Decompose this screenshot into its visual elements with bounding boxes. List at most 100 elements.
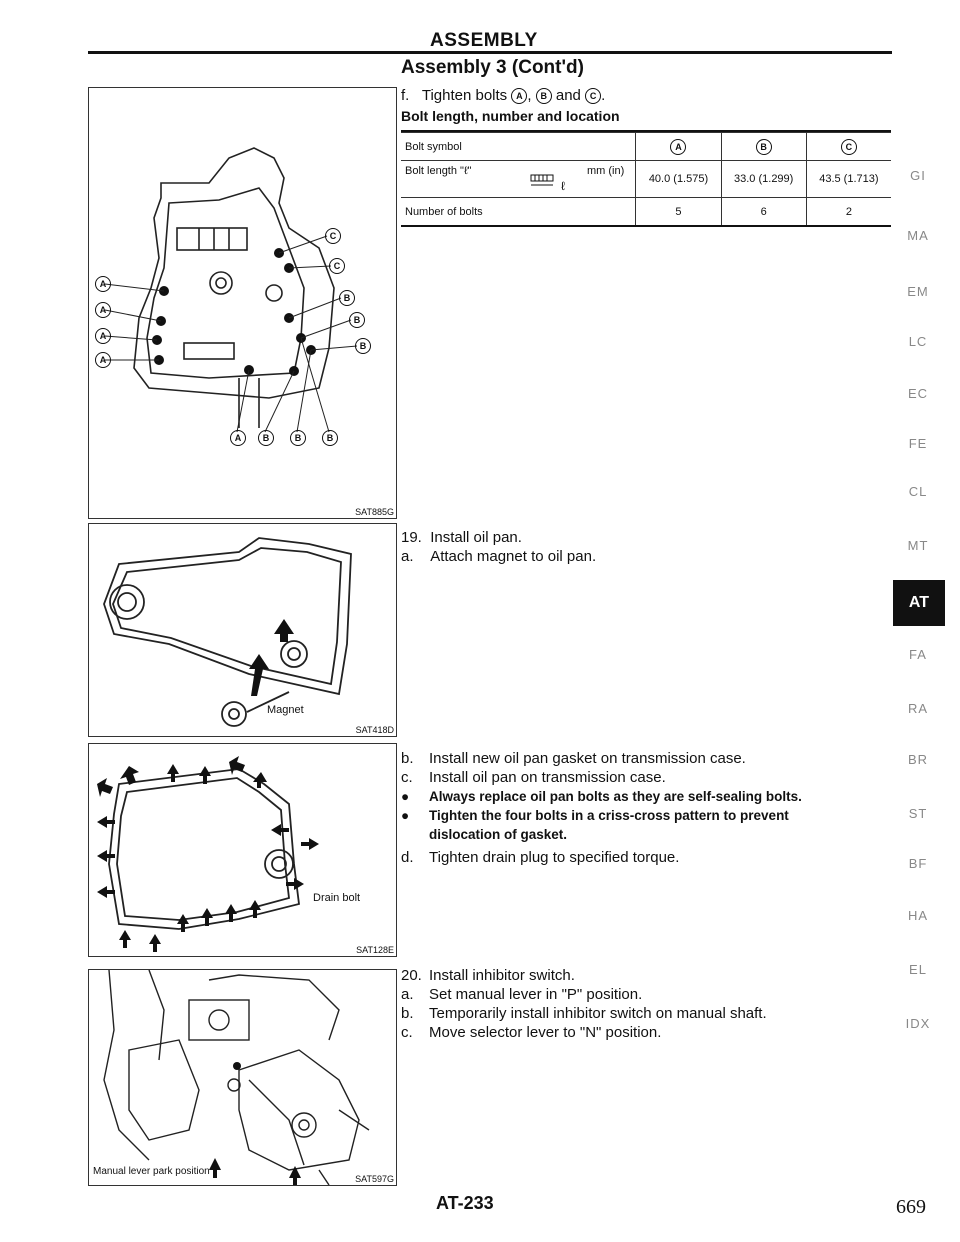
page-code: AT-233: [436, 1193, 494, 1213]
table-row: Bolt symbol A B C: [401, 132, 891, 161]
bullet-2-line1: Tighten the four bolts in a criss-cross …: [429, 808, 789, 823]
table-cell: Number of bolts: [405, 205, 483, 218]
figure-code: SAT128E: [356, 945, 394, 955]
bolt-length-letter: ℓ: [561, 179, 565, 193]
page-header-title: ASSEMBLY: [430, 30, 538, 51]
step-20: 20. Install inhibitor switch. a. Set manua…: [401, 966, 891, 1042]
step-20-num: 20.: [401, 967, 422, 984]
sidebar-item-mt[interactable]: MT: [907, 538, 929, 553]
sidebar-item-idx[interactable]: IDX: [905, 1016, 931, 1031]
bolt-a-symbol: A: [511, 88, 528, 105]
step-19a-text: Attach magnet to oil pan.: [430, 548, 597, 565]
step-d-mark: d.: [401, 849, 414, 866]
step-20c-mark: c.: [401, 1024, 413, 1041]
table-cell: 43.5 (1.713): [819, 173, 879, 185]
label-bolt-b: B: [290, 430, 306, 446]
label-bolt-b: B: [322, 430, 338, 446]
step-19-num: 19.: [401, 529, 422, 546]
bolt-c-symbol: C: [585, 88, 602, 105]
figure-code: SAT597G: [355, 1174, 394, 1184]
sidebar-item-em[interactable]: EM: [907, 284, 929, 299]
label-bolt-a: A: [230, 430, 246, 446]
sidebar-item-br[interactable]: BR: [907, 752, 929, 767]
table-cell: 5: [675, 205, 682, 218]
drain-bolt-label: Drain bolt: [313, 892, 361, 904]
sidebar-item-ec[interactable]: EC: [907, 386, 929, 401]
sidebar-item-lc[interactable]: LC: [908, 334, 928, 349]
step-c-mark: c.: [401, 769, 413, 786]
step-20b-text: Temporarily install inhibitor switch on …: [429, 1005, 767, 1022]
step-f-and: and: [555, 87, 581, 104]
page-number: 669: [896, 1196, 926, 1218]
table-cell: 2: [845, 205, 852, 218]
step-20-text: Install inhibitor switch.: [429, 967, 575, 984]
manual-lever-label: Manual lever park position: [93, 1166, 210, 1177]
step-19-continued: b. Install new oil pan gasket on transmis…: [401, 749, 891, 867]
section-title: Assembly 3 (Cont'd): [401, 57, 584, 78]
table-cell: Bolt symbol: [405, 140, 462, 153]
bolt-table: Bolt symbol A B C Bolt length "ℓ" ℓ mm (…: [401, 130, 891, 227]
sidebar-item-fa[interactable]: FA: [909, 647, 927, 662]
table-cell: 6: [760, 205, 767, 218]
step-f: f. Tighten bolts A, B and C.: [401, 87, 606, 105]
oil-pan-drawing: [103, 537, 352, 727]
step-19a-mark: a.: [401, 548, 414, 565]
sidebar-item-ma[interactable]: MA: [907, 228, 929, 243]
step-f-text: Tighten bolts: [421, 87, 508, 104]
step-19-text: Install oil pan.: [430, 529, 522, 546]
figure-oil-pan-bolts: Drain bolt SAT128E: [88, 743, 397, 957]
sidebar-item-st[interactable]: ST: [908, 806, 928, 821]
magnet-label: Magnet: [267, 704, 304, 716]
table-cell: B: [755, 138, 772, 155]
table-row: Bolt length "ℓ" ℓ mm (in) 40.0 (1.575) 3…: [401, 160, 891, 198]
label-bolt-a: A: [95, 302, 111, 318]
sidebar-item-el[interactable]: EL: [909, 962, 927, 977]
figure-code: SAT418D: [355, 725, 394, 735]
table-cell: C: [840, 138, 857, 155]
sidebar-item-cl[interactable]: CL: [908, 484, 928, 499]
label-bolt-b: B: [349, 312, 365, 328]
label-bolt-a: A: [95, 328, 111, 344]
table-cell: 40.0 (1.575): [648, 173, 709, 185]
sidebar-item-ha[interactable]: HA: [907, 908, 929, 923]
table-cell: A: [670, 138, 687, 155]
label-bolt-b: B: [339, 290, 355, 306]
table-cell: mm (in): [587, 165, 625, 177]
bolt-length-icon: [529, 173, 559, 194]
label-bolt-a: A: [95, 352, 111, 368]
sidebar-item-fe[interactable]: FE: [908, 436, 928, 451]
sidebar-item-gi[interactable]: GI: [910, 168, 926, 183]
bolt-table-subtitle: Bolt length, number and location: [401, 108, 620, 124]
valve-body-drawing: [104, 147, 358, 433]
sidebar-item-bf[interactable]: BF: [908, 856, 928, 871]
header-rule: [88, 51, 892, 54]
sidebar-item-ra[interactable]: RA: [907, 701, 929, 716]
bullet-1-text: Always replace oil pan bolts as they are…: [429, 789, 802, 804]
step-b-text: Install new oil pan gasket on transmissi…: [429, 750, 746, 767]
oil-pan-bolts-drawing: [97, 756, 319, 952]
step-20a-mark: a.: [401, 986, 414, 1003]
figure-code: SAT885G: [355, 507, 394, 517]
step-19: 19. Install oil pan. a. Attach magnet to…: [401, 528, 596, 566]
step-20c-text: Move selector lever to "N" position.: [429, 1024, 662, 1041]
manual-lever-drawing: [103, 970, 370, 1185]
step-20a-text: Set manual lever in "P" position.: [429, 986, 643, 1003]
label-bolt-c: C: [329, 258, 345, 274]
bullet-icon: ●: [401, 789, 410, 804]
label-bolt-c: C: [325, 228, 341, 244]
label-bolt-b: B: [355, 338, 371, 354]
label-bolt-a: A: [95, 276, 111, 292]
step-d-text: Tighten drain plug to specified torque.: [429, 849, 680, 866]
table-cell: 33.0 (1.299): [734, 173, 794, 185]
step-20b-mark: b.: [401, 1005, 414, 1022]
bullet-2-line2: dislocation of gasket.: [429, 827, 568, 842]
label-bolt-b: B: [258, 430, 274, 446]
table-row: Number of bolts 5 6 2: [401, 197, 891, 227]
table-cell: Bolt length "ℓ": [405, 165, 472, 177]
bolt-b-symbol: B: [535, 88, 552, 105]
step-b-mark: b.: [401, 750, 414, 767]
step-f-mark: f.: [401, 87, 410, 104]
sidebar-item-at-active[interactable]: AT: [893, 580, 945, 626]
figure-manual-lever: Manual lever park position SAT597G: [88, 969, 397, 1186]
step-c-text: Install oil pan on transmission case.: [429, 769, 666, 786]
